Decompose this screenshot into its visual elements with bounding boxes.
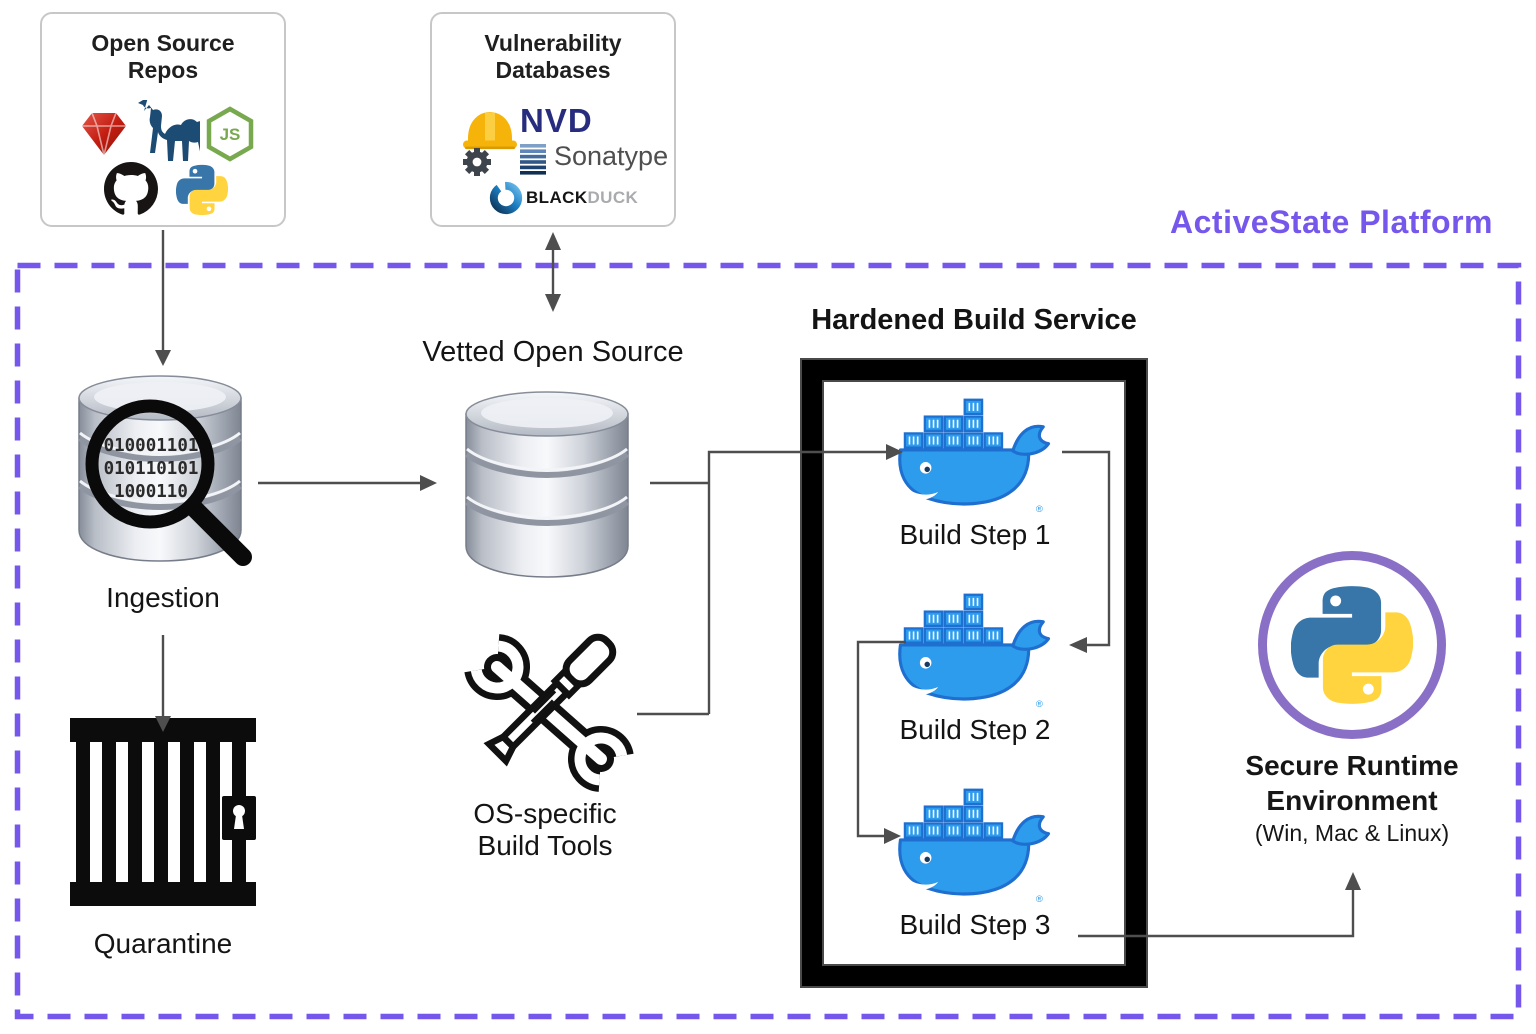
- github-icon: [104, 162, 158, 215]
- build-step-3-label: Build Step 3: [899, 909, 1051, 940]
- svg-text:1000110: 1000110: [114, 482, 188, 502]
- python-icon: [176, 164, 228, 216]
- open-source-repos-box: Open Source Repos JS: [40, 12, 286, 227]
- svg-text:JS: JS: [220, 125, 241, 144]
- hardhat-gear-icon: [463, 112, 517, 176]
- vetted-database-icon: [462, 388, 632, 578]
- docker-whale-icon: [889, 388, 1061, 514]
- perl-camel-icon: [138, 100, 200, 161]
- blackduck-logo-icon: [489, 181, 523, 215]
- build-tools-label: OS-specific Build Tools: [473, 798, 617, 861]
- svg-text:010110101: 010110101: [104, 459, 199, 479]
- ingestion-database-icon: 010001101 010110101 1000110: [75, 372, 252, 566]
- build-step-2-label: Build Step 2: [899, 714, 1051, 745]
- quarantine-label: Quarantine: [93, 928, 233, 959]
- quarantine-jail-icon: [70, 718, 256, 906]
- blackduck-logo: BLACKDUCK: [526, 188, 639, 207]
- build-tools-icon: [464, 633, 634, 792]
- vulnerability-databases-box: Vulnerability Databases NVD: [430, 12, 676, 227]
- platform-title: ActiveState Platform: [1170, 204, 1493, 240]
- sonatype-logo-icon: [520, 144, 546, 175]
- ingestion-label: Ingestion: [106, 582, 220, 613]
- build-step-1: Build Step 1: [860, 388, 1090, 551]
- repos-box-title: Open Source Repos: [91, 30, 235, 84]
- python-logo-icon: [1291, 584, 1413, 706]
- nvd-logo: NVD: [520, 102, 593, 139]
- gear-icon: [463, 148, 491, 176]
- nodejs-icon: JS: [206, 106, 254, 162]
- sonatype-logo: Sonatype: [554, 141, 669, 171]
- docker-whale-icon: [889, 778, 1061, 904]
- build-step-2: Build Step 2: [860, 583, 1090, 746]
- runtime-python-badge: [1258, 551, 1446, 739]
- build-step-1-label: Build Step 1: [899, 519, 1051, 550]
- build-service-title: Hardened Build Service: [811, 304, 1137, 336]
- build-step-3: Build Step 3: [860, 778, 1090, 941]
- docker-whale-icon: [889, 583, 1061, 709]
- ruby-icon: [82, 112, 126, 156]
- runtime-label: Secure Runtime Environment (Win, Mac & L…: [1245, 750, 1459, 846]
- vetted-open-source-label: Vetted Open Source: [422, 336, 684, 368]
- vuln-box-title: Vulnerability Databases: [484, 30, 622, 84]
- svg-text:010001101: 010001101: [104, 436, 199, 456]
- binary-code: 010001101 010110101 1000110: [104, 436, 199, 502]
